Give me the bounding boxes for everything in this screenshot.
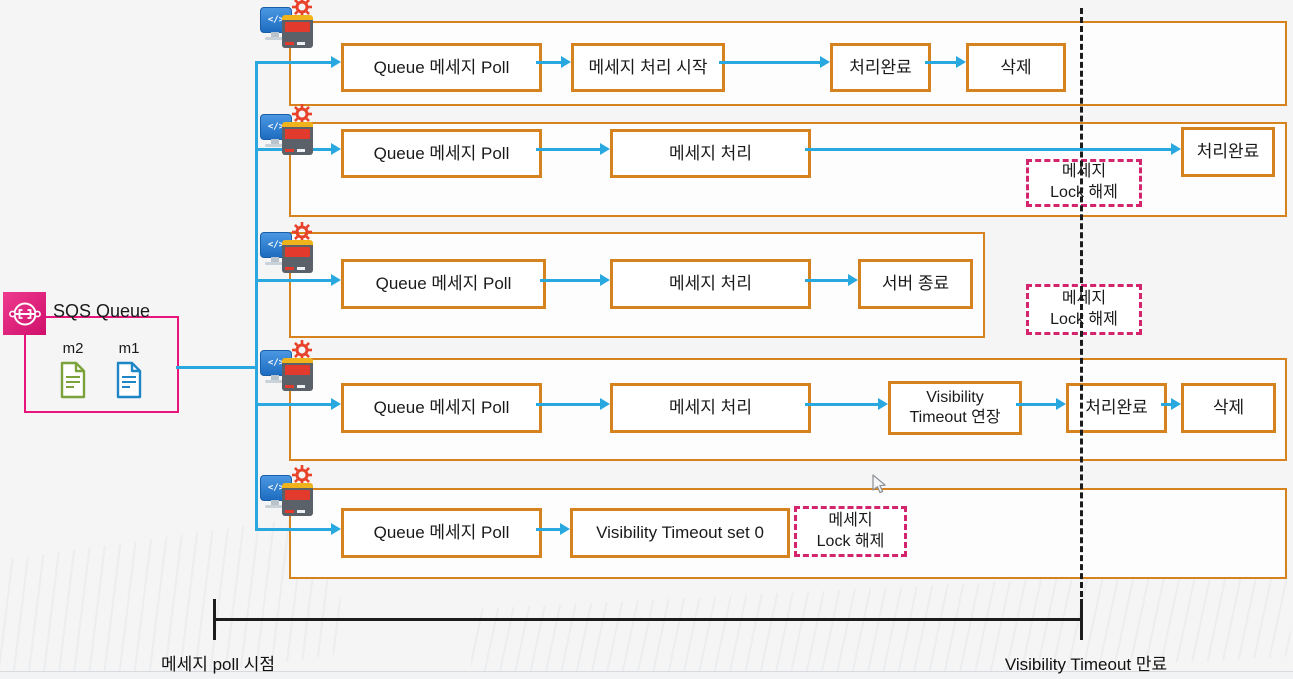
arrow — [925, 56, 966, 68]
app-server-icon: </> — [260, 465, 316, 518]
step-delete: 삭제 — [1181, 383, 1276, 433]
arrow — [536, 56, 571, 68]
monitor-stand — [271, 139, 279, 144]
server-terminal-icon — [282, 240, 313, 273]
step-process-start: 메세지 처리 시작 — [571, 43, 725, 92]
step-queue-poll: Queue 메세지 Poll — [341, 129, 542, 178]
timeline-axis — [214, 618, 1082, 621]
step-process: 메세지 처리 — [610, 129, 811, 178]
sqs-queue-icon — [3, 292, 46, 335]
lock-release-box: 메세지 Lock 해제 — [794, 506, 907, 557]
step-process-done: 처리완료 — [830, 43, 931, 92]
arrow — [536, 398, 610, 410]
server-terminal-icon — [282, 15, 313, 48]
arrow — [536, 523, 570, 535]
monitor-base — [265, 37, 285, 40]
branch-arrow-lane1 — [256, 56, 341, 68]
arrow — [719, 56, 830, 68]
server-terminal-icon — [282, 122, 313, 155]
monitor-stand — [271, 257, 279, 262]
monitor-base — [265, 262, 285, 265]
sqs-queue-title: SQS Queue — [53, 301, 151, 321]
monitor-stand — [271, 500, 279, 505]
document-icon-m1 — [115, 361, 143, 404]
arrow — [540, 274, 610, 286]
branch-arrow-lane4 — [256, 398, 341, 410]
arrow — [805, 143, 1181, 155]
arrow — [536, 143, 610, 155]
step-process: 메세지 처리 — [610, 259, 811, 309]
lock-release-box: 메세지 Lock 해제 — [1026, 284, 1142, 335]
step-delete: 삭제 — [966, 43, 1066, 92]
branch-arrow-lane3 — [256, 274, 341, 286]
monitor-base — [265, 144, 285, 147]
visibility-timeout-line — [1080, 8, 1083, 606]
mouse-cursor — [872, 474, 887, 500]
sqs-feed-line — [176, 366, 256, 369]
step-queue-poll: Queue 메세지 Poll — [341, 508, 542, 558]
code-window-icon: </> — [260, 232, 292, 258]
app-server-icon: </> — [260, 340, 316, 393]
monitor-stand — [271, 375, 279, 380]
step-process-done: 처리완료 — [1181, 127, 1275, 177]
step-queue-poll: Queue 메세지 Poll — [341, 383, 542, 433]
arrow — [805, 398, 888, 410]
server-terminal-icon — [282, 358, 313, 391]
step-server-stop: 서버 종료 — [858, 259, 973, 309]
app-server-icon: </> — [260, 0, 316, 50]
step-queue-poll: Queue 메세지 Poll — [341, 43, 542, 92]
step-queue-poll: Queue 메세지 Poll — [341, 259, 546, 309]
message-m2-label: m2 — [62, 340, 84, 357]
arrow — [1161, 398, 1181, 410]
app-server-icon: </> — [260, 222, 316, 275]
step-visibility-extend: Visibility Timeout 연장 — [888, 381, 1022, 435]
gear-icon — [292, 340, 312, 365]
arrow — [1016, 398, 1066, 410]
branch-arrow-lane5 — [256, 523, 341, 535]
step-process: 메세지 처리 — [610, 383, 811, 433]
gear-icon — [292, 465, 312, 490]
step-visibility-set0: Visibility Timeout set 0 — [570, 508, 790, 558]
sqs-queue-box — [24, 316, 179, 413]
monitor-base — [265, 380, 285, 383]
monitor-base — [265, 505, 285, 508]
timeline-end-label: Visibility Timeout 만료 — [1004, 655, 1168, 674]
bottom-strip — [0, 671, 1293, 679]
timeline-tick-start — [213, 599, 216, 640]
document-icon-m2 — [59, 361, 87, 404]
message-m1-label: m1 — [118, 340, 140, 357]
timeline-tick-end — [1080, 599, 1083, 640]
lock-release-box: 메세지 Lock 해제 — [1026, 159, 1142, 207]
fanout-trunk-line — [255, 61, 258, 531]
app-server-icon: </> — [260, 104, 316, 157]
monitor-stand — [271, 32, 279, 37]
arrow — [805, 274, 858, 286]
timeline-start-label: 메세지 poll 시점 — [160, 655, 276, 674]
server-terminal-icon — [282, 483, 313, 516]
